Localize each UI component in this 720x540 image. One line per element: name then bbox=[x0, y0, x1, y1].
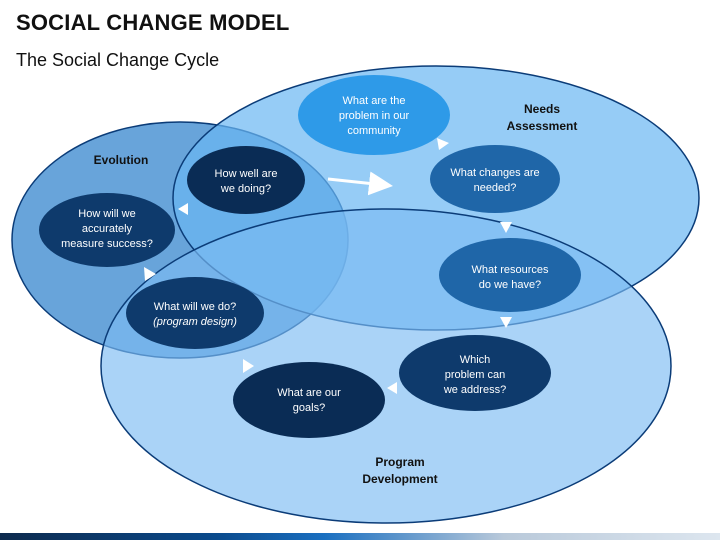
svg-text:Which: Which bbox=[460, 354, 491, 366]
page-title: SOCIAL CHANGE MODEL bbox=[16, 10, 290, 35]
bubble-problem: What are the problem in our community bbox=[298, 75, 450, 155]
svg-text:What will we do?: What will we do? bbox=[154, 301, 237, 313]
svg-text:problem in our: problem in our bbox=[339, 110, 410, 122]
svg-text:What are our: What are our bbox=[277, 387, 341, 399]
bubble-address: Which problem can we address? bbox=[399, 335, 551, 411]
program-development-label-1: Program bbox=[375, 455, 424, 469]
bubble-measure: How will we accurately measure success? bbox=[39, 193, 175, 267]
arrow-problem-to-changes bbox=[437, 138, 449, 150]
bubble-changes: What changes are needed? bbox=[430, 145, 560, 213]
arrow-measure-to-doing bbox=[178, 203, 188, 215]
bubble-doing: How well are we doing? bbox=[187, 146, 305, 214]
svg-text:needed?: needed? bbox=[474, 182, 517, 194]
svg-text:accurately: accurately bbox=[82, 223, 133, 235]
arrow-resources-to-address bbox=[500, 317, 512, 328]
bubble-do: What will we do? (program design) bbox=[126, 277, 264, 349]
svg-text:we doing?: we doing? bbox=[220, 183, 271, 195]
svg-text:What resources: What resources bbox=[471, 264, 549, 276]
page-subtitle: The Social Change Cycle bbox=[16, 50, 220, 70]
arrow-doing-to-needs bbox=[327, 171, 393, 196]
svg-text:goals?: goals? bbox=[293, 402, 325, 414]
needs-assessment-label-2: Assessment bbox=[507, 119, 578, 133]
svg-text:we address?: we address? bbox=[443, 384, 506, 396]
bubble-goals: What are our goals? bbox=[233, 362, 385, 438]
svg-text:measure success?: measure success? bbox=[61, 238, 153, 250]
program-development-label-2: Development bbox=[362, 472, 437, 486]
svg-text:What changes are: What changes are bbox=[450, 167, 539, 179]
svg-text:do we have?: do we have? bbox=[479, 279, 541, 291]
arrow-do-to-measure bbox=[144, 267, 156, 281]
svg-text:problem can: problem can bbox=[445, 369, 506, 381]
bottom-decorative-bar bbox=[0, 533, 720, 540]
svg-text:How well are: How well are bbox=[215, 168, 278, 180]
bubble-resources: What resources do we have? bbox=[439, 238, 581, 312]
arrow-address-to-goals bbox=[387, 382, 397, 394]
svg-text:How will we: How will we bbox=[78, 208, 135, 220]
svg-text:(program design): (program design) bbox=[153, 316, 237, 328]
needs-assessment-label-1: Needs bbox=[524, 102, 560, 116]
svg-text:community: community bbox=[347, 125, 401, 137]
arrow-changes-to-resources bbox=[500, 222, 512, 233]
svg-text:What are the: What are the bbox=[343, 95, 406, 107]
arrow-goals-to-do bbox=[243, 359, 254, 373]
evolution-label: Evolution bbox=[94, 153, 149, 167]
